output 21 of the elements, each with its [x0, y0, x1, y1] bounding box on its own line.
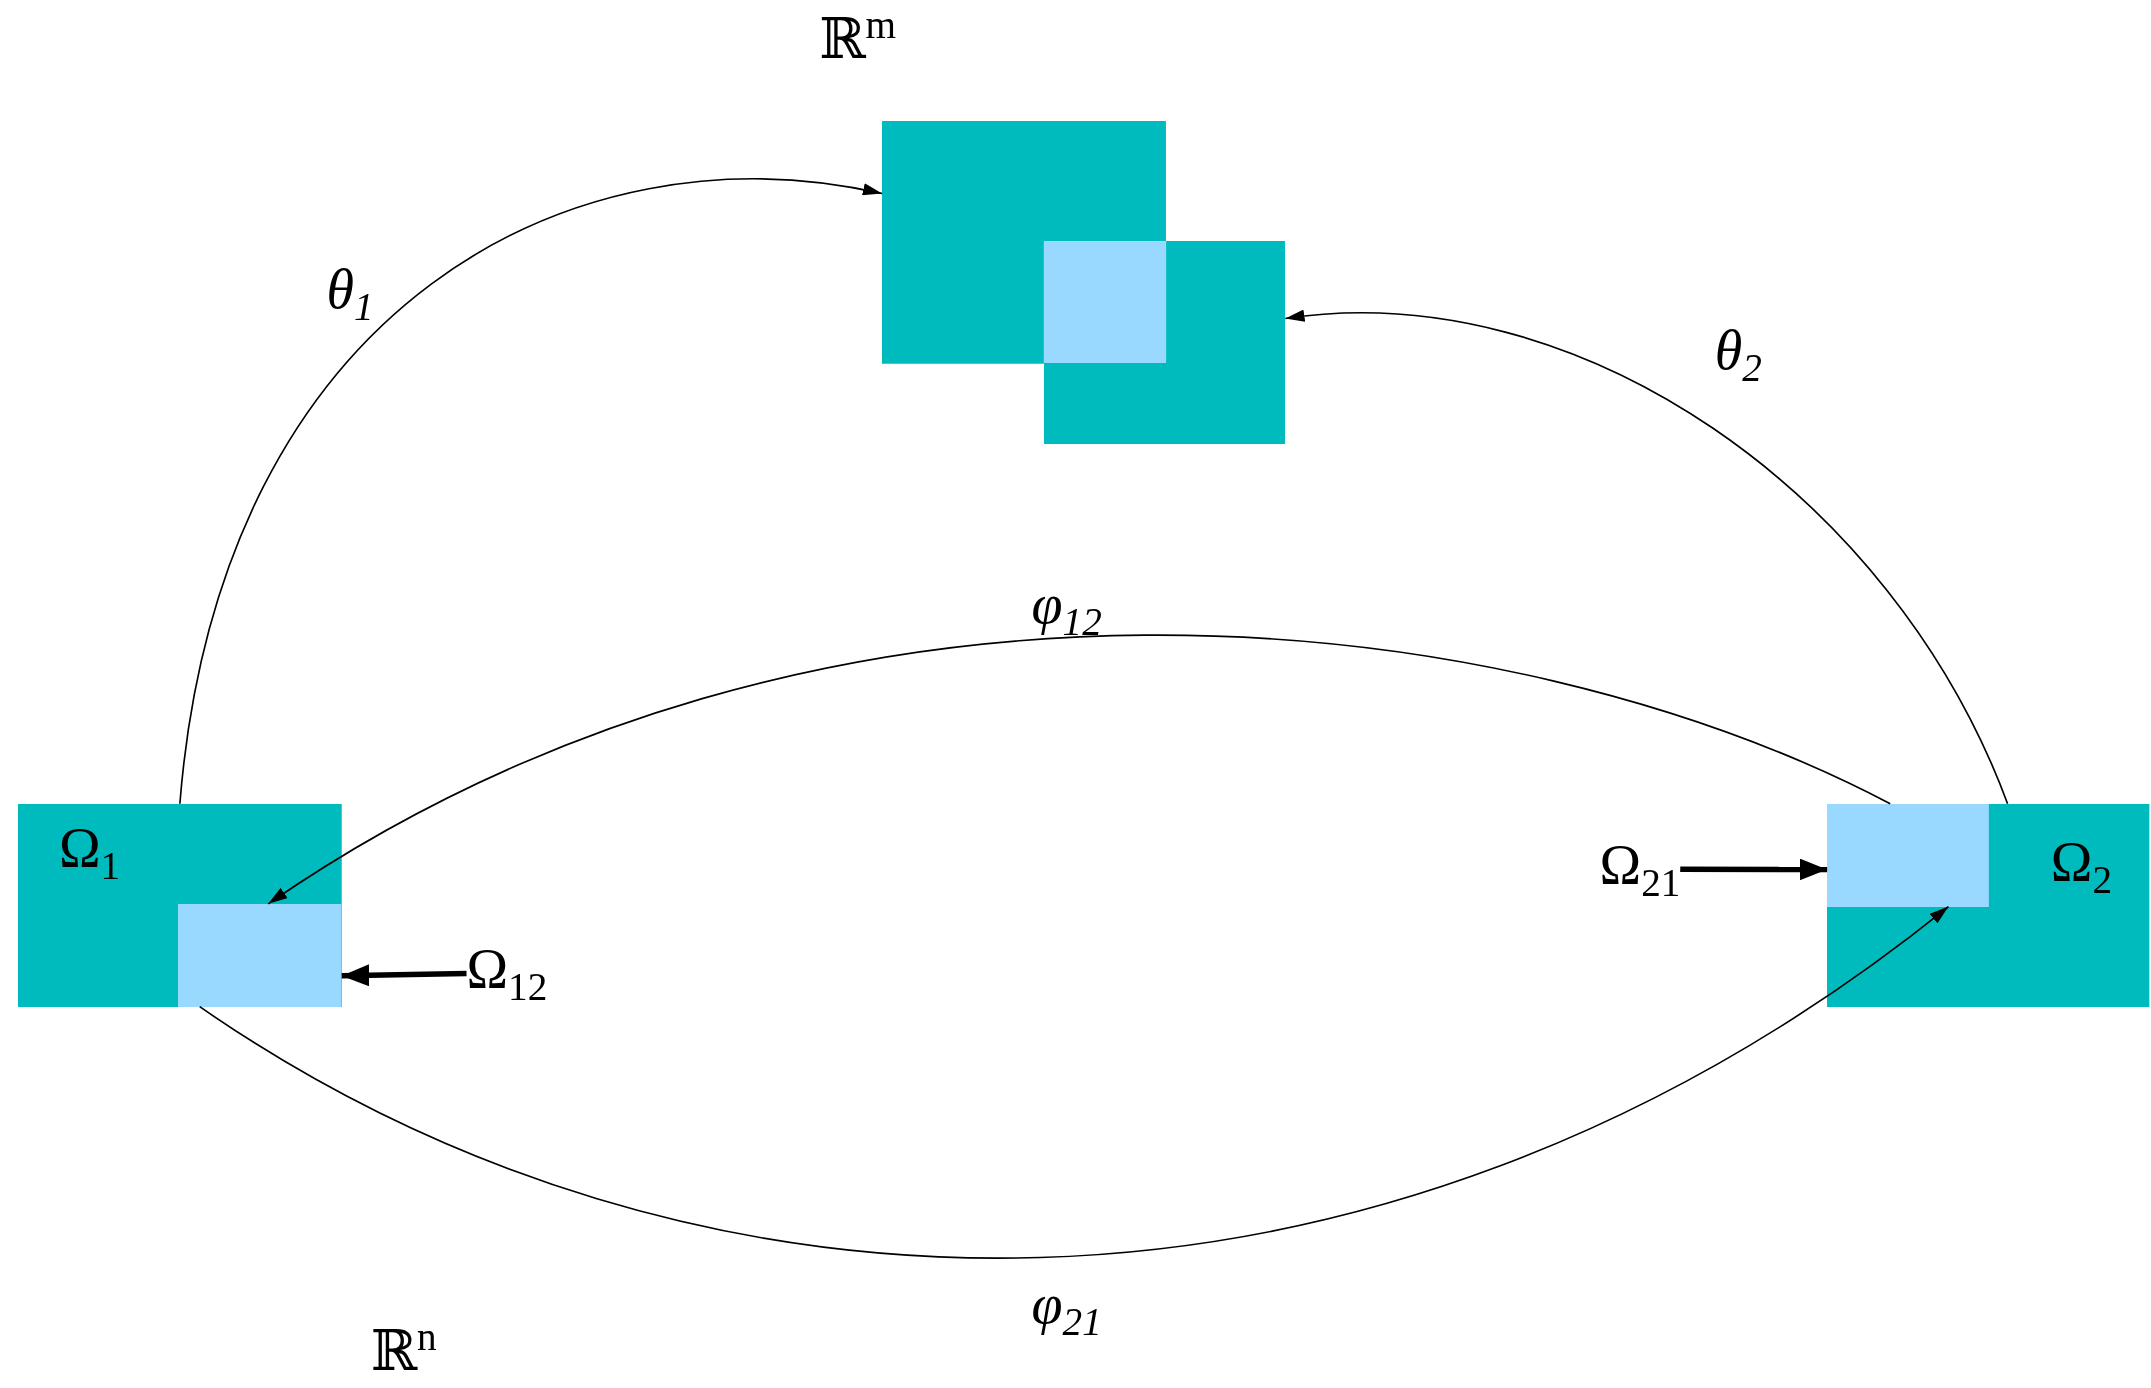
region-box — [1827, 803, 2150, 1007]
arrow — [1680, 858, 1828, 881]
overlap-square — [1043, 241, 1166, 364]
arrow — [341, 964, 467, 987]
arrow — [1284, 310, 2009, 805]
space-label: ℝ$^{m}$ — [818, 5, 896, 68]
region-label: Ω$_{1}$ — [58, 820, 121, 886]
region-label: Ω$_{2}$ — [2050, 834, 2113, 900]
region-box — [17, 803, 342, 1007]
region-label: Ω$_{21}$ — [1599, 836, 1681, 903]
overlap-box — [1827, 803, 1990, 907]
edge-label: φ$_{12}$ — [1031, 576, 1102, 642]
edge-label: φ$_{21}$ — [1031, 1275, 1102, 1342]
arrow — [198, 905, 1950, 1259]
arrow — [179, 178, 883, 805]
region-label: Ω$_{12}$ — [466, 941, 548, 1007]
arrow — [267, 634, 1892, 905]
overlap-box — [178, 904, 342, 1007]
edge-label: θ$_{1}$ — [326, 260, 374, 327]
space-label: ℝ$^{n}$ — [370, 1316, 437, 1379]
edge-label: θ$_{2}$ — [1714, 322, 1762, 388]
